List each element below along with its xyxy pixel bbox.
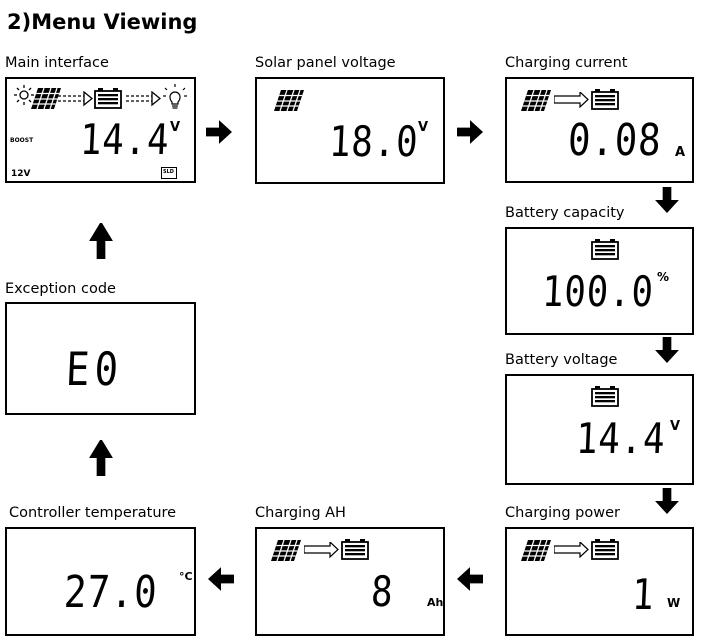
exception-code-screen: E0 bbox=[5, 302, 196, 415]
charging-power-label: Charging power bbox=[505, 505, 620, 521]
mode-indicator: BOOST bbox=[10, 137, 34, 144]
battery-voltage-unit: V bbox=[670, 419, 681, 434]
flow-arrow-icon bbox=[89, 223, 113, 259]
charging-current-screen: 0.08 A bbox=[505, 77, 694, 183]
system-voltage: 12V bbox=[11, 169, 31, 179]
main-unit: V bbox=[170, 120, 181, 135]
flow-arrow-icon bbox=[655, 488, 679, 514]
sun-icon bbox=[14, 85, 34, 105]
charging-power-unit: W bbox=[667, 596, 681, 610]
battery-voltage-value: 14.4 bbox=[574, 414, 667, 463]
charging-current-unit: A bbox=[675, 145, 686, 160]
battery-voltage-label: Battery voltage bbox=[505, 352, 618, 368]
battery-voltage-screen: 14.4 V bbox=[505, 374, 694, 485]
main-interface-label: Main interface bbox=[5, 55, 109, 71]
solar-voltage-screen: 18.0 V bbox=[255, 77, 445, 184]
solar-panel-icon bbox=[271, 539, 302, 562]
battery-icon bbox=[591, 386, 619, 407]
battery-type-icon: SLD bbox=[161, 167, 177, 179]
battery-icon bbox=[591, 539, 619, 560]
charging-ah-unit: Ah bbox=[427, 596, 444, 609]
battery-icon bbox=[591, 239, 619, 260]
solar-panel-icon bbox=[521, 89, 552, 112]
dashed-flow-arrow-icon bbox=[126, 91, 161, 106]
exception-code-value: E0 bbox=[64, 342, 125, 396]
battery-capacity-value: 100.0 bbox=[540, 267, 655, 316]
charging-power-screen: 1 W bbox=[505, 527, 694, 636]
charging-power-value: 1 bbox=[630, 570, 656, 619]
battery-icon bbox=[94, 88, 122, 109]
exception-code-label: Exception code bbox=[5, 281, 116, 297]
battery-capacity-label: Battery capacity bbox=[505, 205, 625, 221]
charging-ah-label: Charging AH bbox=[255, 505, 346, 521]
battery-type: SLD bbox=[163, 169, 174, 175]
main-interface-screen: BOOST 14.4 V 12V SLD bbox=[5, 77, 196, 183]
controller-temperature-label: Controller temperature bbox=[9, 505, 177, 521]
hollow-flow-arrow-icon bbox=[554, 92, 589, 108]
charging-ah-value: 8 bbox=[369, 567, 395, 616]
controller-temperature-screen: 27.0 °C bbox=[5, 527, 196, 636]
hollow-flow-arrow-icon bbox=[554, 542, 589, 558]
solar-panel-icon bbox=[521, 539, 552, 562]
flow-arrow-icon bbox=[655, 337, 679, 363]
solar-panel-icon bbox=[274, 89, 305, 112]
flow-arrow-icon bbox=[208, 567, 234, 591]
battery-icon bbox=[591, 89, 619, 110]
flow-arrow-icon bbox=[655, 187, 679, 213]
main-value: 14.4 bbox=[78, 115, 171, 164]
battery-capacity-screen: 100.0 % bbox=[505, 227, 694, 335]
light-bulb-icon bbox=[163, 84, 187, 109]
battery-icon bbox=[341, 539, 369, 560]
solar-voltage-value: 18.0 bbox=[327, 117, 420, 166]
solar-voltage-unit: V bbox=[418, 120, 429, 135]
hollow-flow-arrow-icon bbox=[304, 542, 339, 558]
page-title: 2)Menu Viewing bbox=[7, 10, 198, 34]
charging-ah-screen: 8 Ah bbox=[255, 527, 445, 636]
flow-arrow-icon bbox=[206, 120, 232, 144]
flow-arrow-icon bbox=[89, 440, 113, 476]
solar-voltage-label: Solar panel voltage bbox=[255, 55, 396, 71]
flow-arrow-icon bbox=[457, 567, 483, 591]
flow-arrow-icon bbox=[457, 120, 483, 144]
battery-capacity-unit: % bbox=[657, 270, 670, 284]
charging-current-label: Charging current bbox=[505, 55, 628, 71]
dashed-flow-arrow-icon bbox=[58, 91, 93, 106]
controller-temperature-unit: °C bbox=[179, 570, 193, 583]
charging-current-value: 0.08 bbox=[566, 115, 663, 166]
controller-temperature-value: 27.0 bbox=[62, 567, 159, 618]
